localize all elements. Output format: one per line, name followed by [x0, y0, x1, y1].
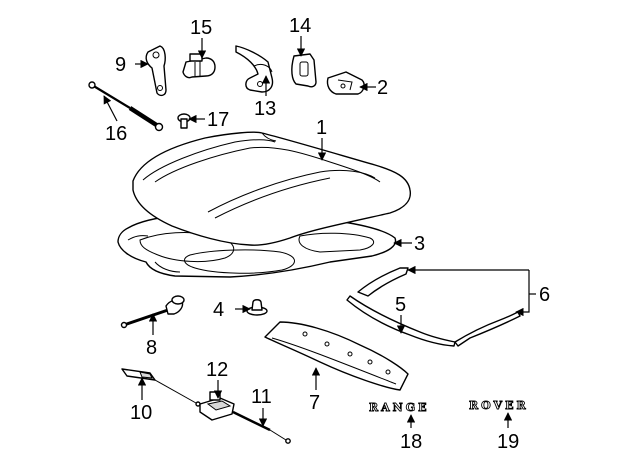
release-cable-part — [232, 410, 291, 444]
callout-9: 9 — [115, 54, 126, 76]
callout-13: 13 — [254, 98, 276, 120]
hinge-plate-part — [291, 53, 317, 88]
callout-15: 15 — [190, 17, 212, 39]
latch-part — [326, 71, 365, 95]
range-emblem: RANGE — [369, 401, 430, 414]
callout-12: 12 — [206, 359, 228, 381]
cowl-panel-part — [264, 321, 409, 391]
callout-11: 11 — [251, 386, 272, 408]
weatherstrip-part — [357, 267, 521, 347]
rover-emblem: ROVER — [469, 399, 529, 412]
callout-6: 6 — [539, 284, 550, 306]
seal-part — [346, 295, 456, 347]
hood-panel-part — [132, 131, 412, 246]
release-lever-part — [121, 368, 201, 407]
leader-lines — [103, 36, 536, 428]
callout-labels: 1 2 3 4 5 6 7 8 9 10 11 12 13 14 15 16 1… — [105, 15, 550, 453]
callout-3: 3 — [414, 233, 425, 255]
callout-10: 10 — [130, 402, 152, 424]
callout-14: 14 — [289, 15, 311, 37]
callout-17: 17 — [207, 109, 229, 131]
latch-striker-part — [182, 53, 216, 79]
latch-assembly-part — [199, 391, 235, 421]
prop-rod-part — [120, 295, 185, 329]
bumper-part — [246, 299, 268, 316]
callout-19: 19 — [497, 431, 519, 453]
callout-1: 1 — [316, 117, 327, 139]
hinge-bracket-part — [145, 45, 167, 97]
callout-18: 18 — [400, 431, 422, 453]
callout-4: 4 — [213, 299, 224, 321]
callout-8: 8 — [146, 337, 157, 359]
hinge-part — [235, 45, 274, 93]
clip-part — [177, 113, 191, 129]
callout-5: 5 — [395, 294, 406, 316]
callout-16: 16 — [105, 123, 127, 145]
callout-2: 2 — [377, 77, 388, 99]
callout-7: 7 — [309, 392, 320, 414]
